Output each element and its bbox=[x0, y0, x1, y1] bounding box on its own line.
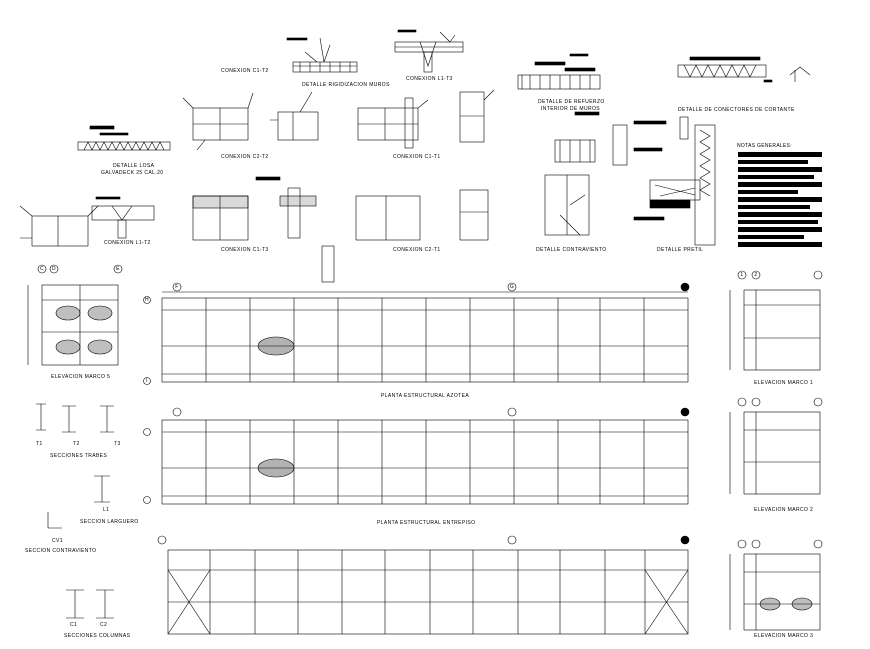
label-detalle-losa-1: DETALLE LOSA bbox=[113, 163, 155, 169]
label-detalle-pretil: DETALLE PRETIL bbox=[657, 247, 704, 253]
secciones-columnas bbox=[66, 589, 114, 619]
label-detalle-losa-2: GALVADECK 25 CAL.20 bbox=[101, 170, 164, 176]
detail-conexion-c1-t3 bbox=[192, 176, 335, 283]
detail-losa-galvadeck bbox=[77, 125, 171, 151]
label-detalle-conectores: DETALLE DE CONECTORES DE CORTANTE bbox=[678, 107, 795, 113]
detail-conexion-c1-t2-top bbox=[286, 37, 358, 73]
tag-cv1: CV1 bbox=[52, 538, 63, 544]
label-conexion-l1-t3-top: CONEXION L1-T3 bbox=[406, 76, 453, 82]
detail-contraviento bbox=[544, 174, 590, 236]
detail-refuerzo-interior bbox=[517, 53, 601, 90]
label-detalle-refuerzo-2: INTERIOR DE MUROS bbox=[541, 106, 601, 112]
detail-conexion-l1-t3-top bbox=[394, 29, 464, 73]
label-conexion-c1-t3: CONEXION C1-T3 bbox=[221, 247, 269, 253]
label-secciones-columnas: SECCIONES COLUMNAS bbox=[64, 633, 131, 639]
detail-pretil bbox=[633, 116, 716, 246]
elevacion-marco-2 bbox=[729, 397, 823, 495]
label-elevacion-marco-2: ELEVACION MARCO 2 bbox=[754, 507, 814, 513]
label-elevacion-marco-3: ELEVACION MARCO 3 bbox=[754, 633, 814, 639]
notes-bars bbox=[738, 152, 822, 247]
label-secciones-trabes: SECCIONES TRABES bbox=[50, 453, 108, 459]
detail-conexion-c2-t2 bbox=[182, 92, 254, 151]
detail-conexion-l1-t2 bbox=[91, 196, 155, 239]
tag-l1: L1 bbox=[103, 507, 110, 513]
tag-t2: T2 bbox=[73, 441, 80, 447]
label-seccion-contraviento: SECCION CONTRAVIENTO bbox=[25, 548, 97, 554]
label-detalle-rigidizacion-muros: DETALLE RIGIDIZACION MUROS bbox=[302, 82, 390, 88]
notas-generales: NOTAS GENERALES: bbox=[737, 143, 827, 149]
planta-entrepiso bbox=[143, 407, 690, 505]
elevacion-marco-1 bbox=[729, 270, 823, 371]
grid-bubble-e: E bbox=[116, 266, 120, 272]
elevacion-marco-5 bbox=[27, 264, 123, 366]
detail-rigidizacion-muros bbox=[270, 91, 319, 141]
grid-bubble-g: G bbox=[509, 284, 515, 290]
planta-bottom bbox=[157, 535, 690, 635]
planta-azotea bbox=[143, 282, 690, 385]
tag-t3: T3 bbox=[114, 441, 121, 447]
grid-bubble-d: D bbox=[51, 266, 56, 272]
label-detalle-contraviento: DETALLE CONTRAVIENTO bbox=[536, 247, 607, 253]
elevacion-marco-3 bbox=[729, 539, 823, 631]
detail-conexion-c2-t1 bbox=[355, 189, 489, 241]
label-elevacion-marco-1: ELEVACION MARCO 1 bbox=[754, 380, 814, 386]
label-planta-entrepiso: PLANTA ESTRUCTURAL ENTREPISO bbox=[377, 520, 476, 526]
secciones-trabes bbox=[36, 403, 114, 433]
seccion-larguero bbox=[94, 475, 110, 503]
label-conexion-c2-t1: CONEXION C2-T1 bbox=[393, 247, 441, 253]
azotea-columns bbox=[205, 298, 645, 382]
label-detalle-refuerzo-1: DETALLE DE REFUERZO bbox=[538, 99, 605, 105]
grid-bubble-2: 2 bbox=[754, 272, 758, 278]
label-conexion-c1-t2-top: CONEXION C1-T2 bbox=[221, 68, 269, 74]
tag-t1: T1 bbox=[36, 441, 43, 447]
seccion-contraviento bbox=[47, 512, 62, 529]
label-conexion-c1-t1: CONEXION C1-T1 bbox=[393, 154, 441, 160]
grid-bubble-c: C bbox=[39, 266, 44, 272]
notas-generales-title: NOTAS GENERALES: bbox=[737, 143, 792, 149]
tag-c2: C2 bbox=[100, 622, 108, 628]
tag-c1: C1 bbox=[70, 622, 78, 628]
grid-bubble-1: 1 bbox=[740, 272, 744, 278]
grid-bubble-h: H bbox=[144, 297, 149, 303]
detail-refuerzo-cross bbox=[554, 111, 667, 166]
detail-conectores-cortante bbox=[677, 56, 811, 83]
label-conexion-l1-t2: CONEXION L1-T2 bbox=[104, 240, 151, 246]
label-conexion-c2-t2: CONEXION C2-T2 bbox=[221, 154, 269, 160]
grid-bubble-f: F bbox=[175, 284, 179, 290]
detail-conexion-c1-t1 bbox=[357, 89, 495, 149]
grid-bubble-i: I bbox=[146, 378, 148, 384]
detail-conexion-l1-t2-left bbox=[19, 205, 99, 247]
label-elevacion-marco-5: ELEVACION MARCO 5 bbox=[51, 374, 111, 380]
label-planta-azotea: PLANTA ESTRUCTURAL AZOTEA bbox=[381, 393, 470, 399]
label-seccion-larguero: SECCION LARGUERO bbox=[80, 519, 139, 525]
